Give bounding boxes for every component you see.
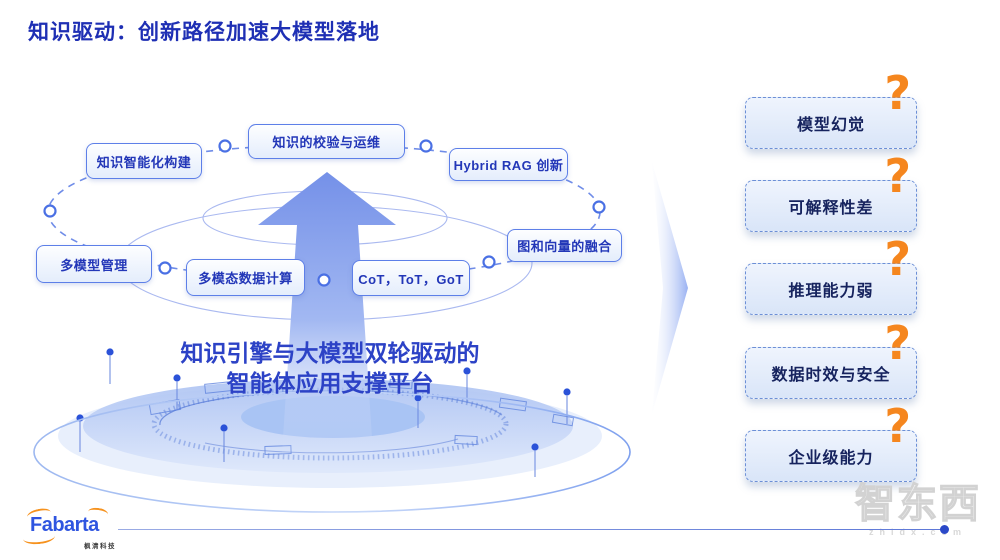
challenge-box-poor-interpretability: 可解释性差 ? bbox=[745, 153, 917, 232]
challenge-label: 模型幻觉 bbox=[796, 117, 865, 134]
capability-label: 多模型管理 bbox=[60, 257, 128, 273]
fabarta-logo: Fabarta 枫清科技 bbox=[22, 506, 115, 550]
map-pins bbox=[76, 348, 571, 477]
logo-subtext: 枫清科技 bbox=[84, 543, 116, 550]
footer-divider bbox=[118, 529, 944, 531]
challenge-box-data-freshness-security: 数据时效与安全 ? bbox=[745, 320, 917, 399]
challenge-label: 推理能力弱 bbox=[788, 283, 874, 300]
capability-label: 知识的校验与运维 bbox=[272, 135, 381, 150]
capability-label: Hybrid RAG 创新 bbox=[453, 158, 564, 173]
capability-box-multi-model: 多模型管理 bbox=[36, 245, 152, 283]
question-mark-icon: ? bbox=[884, 149, 912, 203]
challenge-box-enterprise-capability: 企业级能力 ? bbox=[745, 403, 917, 482]
capability-label: 图和向量的融合 bbox=[517, 239, 612, 254]
logo-text: Fabarta bbox=[30, 514, 99, 536]
capability-box-multimodal-compute: 多模态数据计算 bbox=[186, 259, 305, 296]
capability-label: 多模态数据计算 bbox=[198, 271, 293, 286]
challenge-label: 数据时效与安全 bbox=[771, 367, 891, 384]
arc-detail-2 bbox=[369, 390, 503, 416]
platform-caption-line2: 智能体应用支撑平台 bbox=[226, 370, 434, 397]
challenge-label: 企业级能力 bbox=[788, 450, 874, 467]
watermark: 智东西 zhidx.com bbox=[840, 482, 996, 537]
orbit-nodes bbox=[43, 139, 606, 287]
question-mark-icon: ? bbox=[884, 66, 912, 120]
challenge-box-weak-reasoning: 推理能力弱 ? bbox=[745, 236, 917, 315]
capability-label: 知识智能化构建 bbox=[96, 154, 192, 170]
up-arrow bbox=[258, 172, 396, 468]
capability-box-knowledge-verification: 知识的校验与运维 bbox=[248, 124, 405, 159]
question-mark-icon: ? bbox=[884, 399, 912, 453]
question-mark-icon: ? bbox=[884, 316, 912, 370]
platform-caption: 知识引擎与大模型双轮驱动的 智能体应用支撑平台 bbox=[140, 338, 520, 399]
capability-box-graph-vector-fusion: 图和向量的融合 bbox=[507, 229, 622, 262]
footer-divider-end-dot bbox=[940, 525, 949, 534]
capability-label: CoT，ToT，GoT bbox=[358, 271, 464, 287]
capability-box-cot-tot-got: CoT，ToT，GoT bbox=[352, 260, 470, 296]
watermark-brand: 智东西 bbox=[854, 482, 981, 526]
question-mark-icon: ? bbox=[884, 232, 912, 286]
challenge-box-model-hallucination: 模型幻觉 ? bbox=[745, 70, 917, 149]
challenge-label: 可解释性差 bbox=[788, 200, 874, 217]
capability-box-knowledge-construction: 知识智能化构建 bbox=[86, 143, 202, 179]
platform-caption-line1: 知识引擎与大模型双轮驱动的 bbox=[180, 340, 480, 366]
page-title: 知识驱动：创新路径加速大模型落地 bbox=[28, 21, 380, 44]
watermark-domain: zhidx.com bbox=[868, 527, 967, 537]
tick-ring bbox=[151, 387, 509, 461]
chevron-arrow bbox=[652, 162, 688, 414]
capability-box-hybrid-rag: Hybrid RAG 创新 bbox=[449, 148, 568, 181]
